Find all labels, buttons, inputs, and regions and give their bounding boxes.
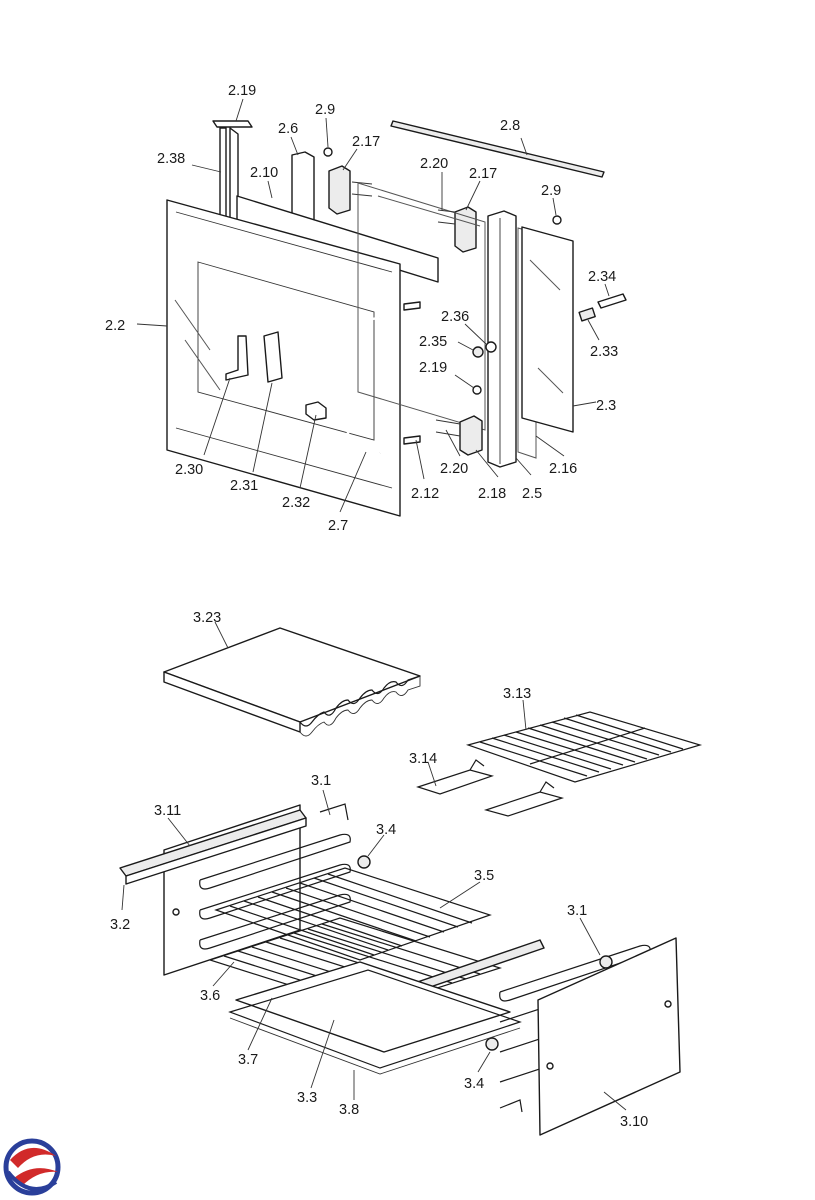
label: 2.9 [541, 183, 561, 199]
label: 2.36 [441, 309, 469, 325]
part-2-8-seal [390, 120, 605, 178]
label: 2.12 [411, 486, 439, 502]
logo-red-swoosh [10, 1147, 56, 1168]
label: 3.4 [464, 1076, 484, 1092]
label: 3.13 [503, 686, 531, 702]
label: 3.4 [376, 822, 396, 838]
label: 2.33 [590, 344, 618, 360]
part-2-33-sleeve [578, 307, 596, 322]
brand-logo [3, 1138, 61, 1196]
label: 2.6 [278, 121, 298, 137]
label: 2.17 [352, 134, 380, 150]
label: 3.5 [474, 868, 494, 884]
label: 3.8 [339, 1102, 359, 1118]
part-3-23-tray [163, 627, 421, 723]
label: 3.2 [110, 917, 130, 933]
part-2-2-door-panel [166, 199, 401, 517]
part-3-4-screw [357, 855, 371, 869]
label: 2.19 [419, 360, 447, 376]
part-3-7-tray [235, 961, 511, 1053]
part-2-35-nut [472, 346, 484, 358]
part-2-5-channel [487, 210, 517, 468]
label: 2.5 [522, 486, 542, 502]
part-2-19-bracket [212, 120, 253, 128]
part-3-13-rack [465, 711, 703, 783]
label: 3.3 [297, 1090, 317, 1106]
label: 2.34 [588, 269, 616, 285]
logo-ring [3, 1138, 61, 1196]
label: 2.20 [420, 156, 448, 172]
part-2-30-bracket [225, 335, 249, 381]
label: 2.20 [440, 461, 468, 477]
oven-interior-assembly: 3.23 3.13 3.14 3.1 3.11 3.4 3.5 3.2 3.1 … [110, 610, 703, 1136]
label: 2.19 [228, 83, 256, 99]
label: 2.9 [315, 102, 335, 118]
label: 2.7 [328, 518, 348, 534]
label: 2.18 [478, 486, 506, 502]
label: 2.31 [230, 478, 258, 494]
part-2-9-screw [323, 147, 333, 157]
part-3-10-side-panel [537, 937, 681, 1136]
label: 3.1 [567, 903, 587, 919]
part-3-8-pan [228, 969, 522, 1069]
label: 2.8 [500, 118, 520, 134]
door-labels: 2.19 2.9 2.6 2.17 2.8 2.38 2.10 2.20 2.1… [105, 83, 618, 534]
part-2-32-bracket [305, 401, 327, 421]
label: 2.2 [105, 318, 125, 334]
label: 2.32 [282, 495, 310, 511]
label: 2.16 [549, 461, 577, 477]
part-2-31-bracket [263, 331, 283, 383]
door-assembly: 2.19 2.9 2.6 2.17 2.8 2.38 2.10 2.20 2.1… [105, 83, 627, 534]
label: 3.6 [200, 988, 220, 1004]
part-3-14-runner [416, 759, 495, 795]
part-2-3-glass [521, 226, 574, 433]
part-2-12-screw [403, 301, 421, 311]
label: 3.1 [311, 773, 331, 789]
logo-blue-arc [6, 1170, 58, 1192]
label: 2.35 [419, 334, 447, 350]
leader-lines [136, 98, 610, 513]
part-glass-panel [357, 182, 486, 431]
logo-red-swoosh-2 [14, 1168, 58, 1186]
label: 3.7 [238, 1052, 258, 1068]
oven-leader-lines [121, 621, 627, 1111]
label: 3.10 [620, 1114, 648, 1130]
part-2-18-hinge [459, 415, 483, 456]
label: 3.23 [193, 610, 221, 626]
part-2-19-screw [472, 385, 482, 395]
label: 2.30 [175, 462, 203, 478]
oven-labels: 3.23 3.13 3.14 3.1 3.11 3.4 3.5 3.2 3.1 … [110, 610, 648, 1130]
label: 3.11 [154, 803, 181, 819]
part-2-36-washer [485, 341, 497, 353]
label: 2.38 [157, 151, 185, 167]
part-2-34-pin [597, 293, 627, 309]
label: 3.14 [409, 751, 437, 767]
part-3-5-shelf [214, 867, 492, 961]
label: 2.3 [596, 398, 616, 414]
label: 2.10 [250, 165, 278, 181]
label: 2.17 [469, 166, 497, 182]
part-2-17-hinge [328, 165, 351, 215]
